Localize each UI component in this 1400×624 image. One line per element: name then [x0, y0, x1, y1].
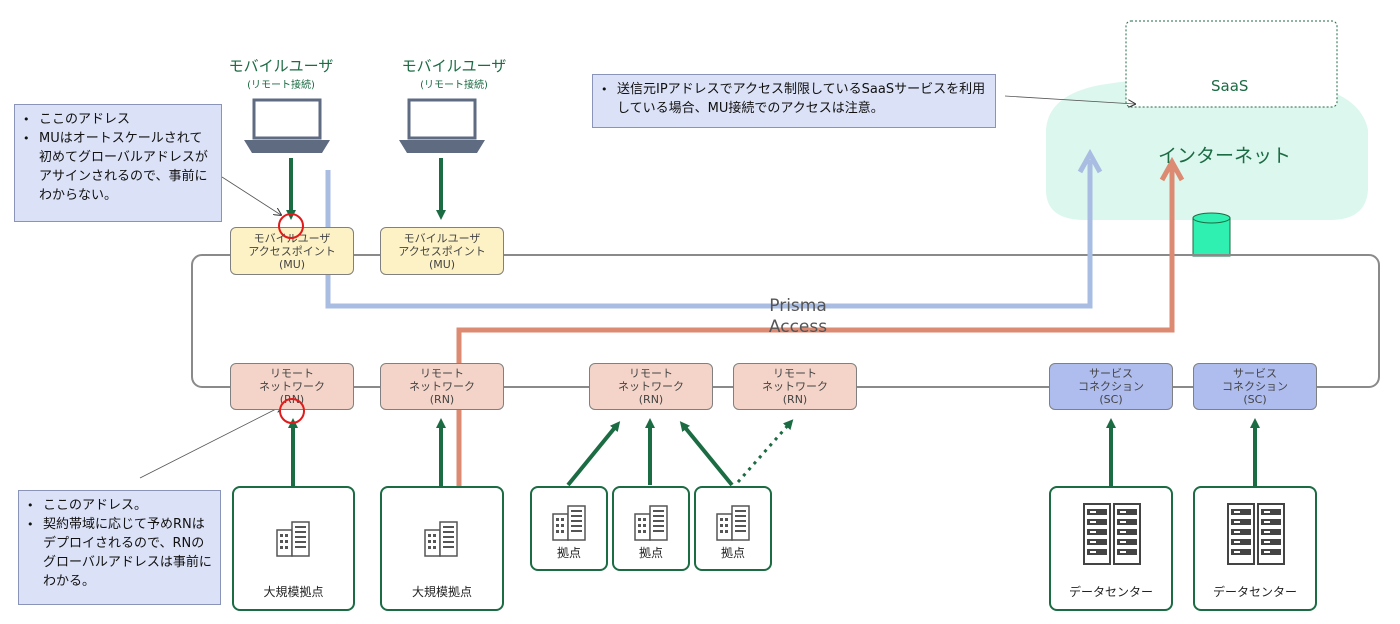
- datacenter-label: データセンター: [1212, 585, 1297, 599]
- sc-label-line3: (SC): [1243, 393, 1267, 406]
- mobile-user-subtitle: (リモート接続): [420, 80, 488, 91]
- rn-label-line3: (RN): [429, 393, 455, 406]
- mu-access-point[interactable]: モバイルユーザ アクセスポイント (MU): [380, 227, 504, 275]
- site-card[interactable]: 拠点: [694, 486, 772, 571]
- mobile-user-title: モバイルユーザ: [228, 57, 334, 75]
- building-icon: [634, 505, 668, 541]
- service-connection-node[interactable]: サービス コネクション (SC): [1049, 363, 1173, 410]
- large-site-card[interactable]: 大規模拠点: [380, 486, 504, 611]
- ap-label-line3: (MU): [428, 257, 456, 271]
- note-item: 契約帯域に応じて予めRNはデプロイされるので、RNのグローバルアドレスは事前にわ…: [27, 515, 214, 591]
- rn-label-line2: ネットワーク: [259, 380, 325, 393]
- server-rack-icon: [1083, 503, 1141, 565]
- site-label: 拠点: [556, 546, 581, 560]
- internet-gateway-icon: [1192, 212, 1231, 257]
- saas-warning-note: 送信元IPアドレスでアクセス制限しているSaaSサービスを利用している場合、MU…: [592, 74, 996, 128]
- ap-label-line2: アクセスポイント: [398, 244, 486, 258]
- sc-label-line3: (SC): [1099, 393, 1123, 406]
- rn-label-line3: (RN): [638, 393, 664, 406]
- rn-label-line2: ネットワーク: [618, 380, 684, 393]
- rn-label-line2: ネットワーク: [409, 380, 475, 393]
- mobile-user-title: モバイルユーザ: [401, 57, 507, 75]
- saas-box: [1125, 20, 1338, 108]
- rn-label-line1: リモート: [629, 367, 673, 380]
- building-icon: [276, 521, 310, 557]
- mu-address-highlight: [278, 213, 304, 239]
- site-card[interactable]: 拠点: [612, 486, 690, 571]
- building-icon: [716, 505, 750, 541]
- site-label: 大規模拠点: [263, 585, 324, 599]
- laptop-icon: [244, 98, 330, 153]
- saas-label: SaaS: [1211, 77, 1249, 95]
- sc-label-line1: サービス: [1233, 367, 1277, 380]
- sc-label-line2: コネクション: [1222, 380, 1288, 393]
- remote-network-node[interactable]: リモート ネットワーク (RN): [589, 363, 713, 410]
- datacenter-card[interactable]: データセンター: [1193, 486, 1317, 611]
- prisma-label-line2: Access: [768, 317, 828, 337]
- rn-address-highlight: [279, 398, 305, 424]
- note-item: 送信元IPアドレスでアクセス制限しているSaaSサービスを利用している場合、MU…: [601, 80, 989, 118]
- rn-label-line1: リモート: [270, 367, 314, 380]
- remote-network-node[interactable]: リモート ネットワーク (RN): [230, 363, 354, 410]
- internet-label: インターネット: [1158, 145, 1292, 167]
- site-label: 大規模拠点: [411, 585, 472, 599]
- laptop-icon: [399, 98, 485, 153]
- datacenter-label: データセンター: [1068, 585, 1153, 599]
- rn-label-line3: (RN): [782, 393, 808, 406]
- large-site-card[interactable]: 大規模拠点: [232, 486, 355, 611]
- rn-address-note: ここのアドレス。 契約帯域に応じて予めRNはデプロイされるので、RNのグローバル…: [18, 490, 221, 605]
- site-card[interactable]: 拠点: [530, 486, 608, 571]
- site-label: 拠点: [638, 546, 663, 560]
- mu-address-note: ここのアドレス MUはオートスケールされて初めてグローバルアドレスがアサインされ…: [14, 104, 222, 222]
- note-item: ここのアドレス: [23, 110, 215, 129]
- ap-label-line3: (MU): [278, 257, 306, 271]
- sc-label-line1: サービス: [1089, 367, 1133, 380]
- rn-label-line1: リモート: [420, 367, 464, 380]
- rn-traffic-route: [456, 167, 1175, 502]
- remote-network-node[interactable]: リモート ネットワーク (RN): [380, 363, 504, 410]
- rn-label-line1: リモート: [773, 367, 817, 380]
- building-icon: [424, 521, 458, 557]
- building-icon: [552, 505, 586, 541]
- service-connection-node[interactable]: サービス コネクション (SC): [1193, 363, 1317, 410]
- prisma-access-label: Prisma Access: [738, 296, 858, 338]
- note-item: ここのアドレス。: [27, 496, 214, 515]
- ap-label-line1: モバイルユーザ: [403, 231, 481, 245]
- datacenter-card[interactable]: データセンター: [1049, 486, 1173, 611]
- server-rack-icon: [1227, 503, 1285, 565]
- site-label: 拠点: [720, 546, 745, 560]
- remote-network-node[interactable]: リモート ネットワーク (RN): [733, 363, 857, 410]
- prisma-label-line1: Prisma: [769, 296, 827, 316]
- ap-label-line2: アクセスポイント: [248, 244, 336, 258]
- internet-cloud: [1046, 76, 1368, 221]
- rn-label-line2: ネットワーク: [762, 380, 828, 393]
- sc-label-line2: コネクション: [1078, 380, 1144, 393]
- note-item: MUはオートスケールされて初めてグローバルアドレスがアサインされるので、事前にわ…: [23, 129, 215, 205]
- mobile-user-subtitle: (リモート接続): [247, 80, 315, 91]
